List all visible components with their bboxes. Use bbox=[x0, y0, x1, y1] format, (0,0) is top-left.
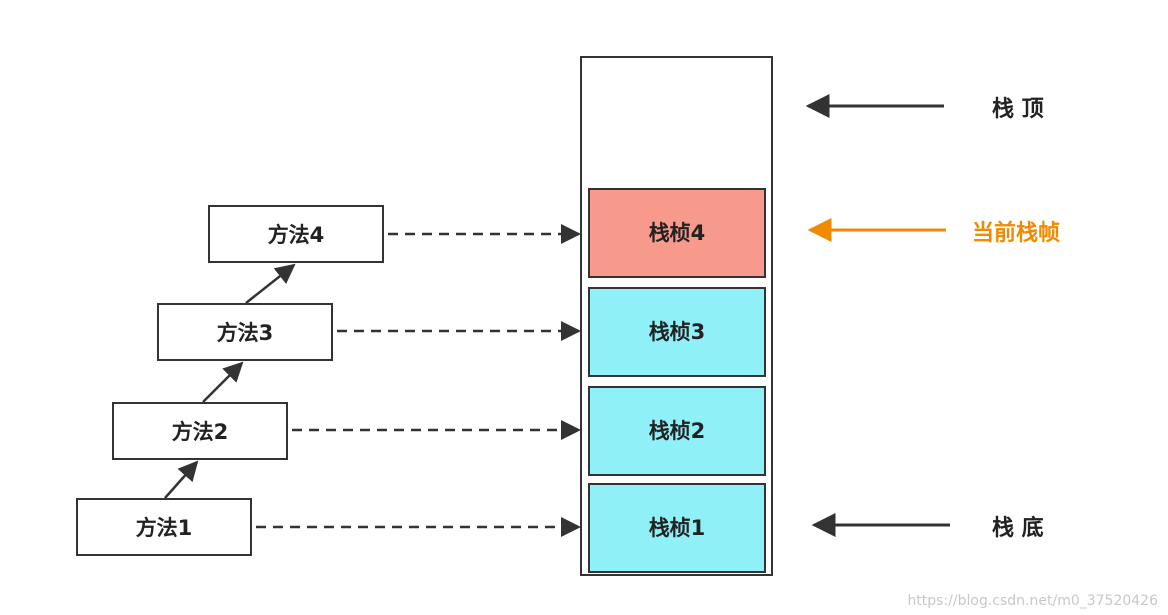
stack-frame-3-label: 栈桢3 bbox=[649, 320, 706, 344]
method-box-1 bbox=[76, 498, 252, 556]
stack-frame-2-label: 栈桢2 bbox=[649, 419, 706, 443]
method-box-3 bbox=[157, 303, 333, 361]
method-box-4 bbox=[208, 205, 384, 263]
stack-frame-4 bbox=[588, 188, 766, 278]
current-frame-label: 当前栈帧 bbox=[972, 220, 1060, 246]
method-3-label: 方法3 bbox=[217, 321, 274, 345]
call-arrow-1-to-2 bbox=[164, 460, 199, 499]
call-arrow-2-to-3 bbox=[202, 361, 244, 403]
stack-frame-1 bbox=[588, 483, 766, 573]
method-2-label: 方法2 bbox=[172, 420, 229, 444]
stack-frame-2 bbox=[588, 386, 766, 476]
stack-frame-4-label: 栈桢4 bbox=[649, 221, 706, 245]
method-4-label: 方法4 bbox=[268, 223, 325, 247]
method-box-2 bbox=[112, 402, 288, 460]
call-arrow-3-to-4 bbox=[245, 263, 296, 304]
stack-frame-3 bbox=[588, 287, 766, 377]
watermark-text: https://blog.csdn.net/m0_37520426 bbox=[907, 593, 1158, 609]
stack-bottom-label: 栈 底 bbox=[992, 515, 1044, 541]
stack-frame-1-label: 栈桢1 bbox=[649, 516, 706, 540]
stack-top-label: 栈 顶 bbox=[992, 97, 1044, 122]
method-1-label: 方法1 bbox=[136, 516, 193, 540]
